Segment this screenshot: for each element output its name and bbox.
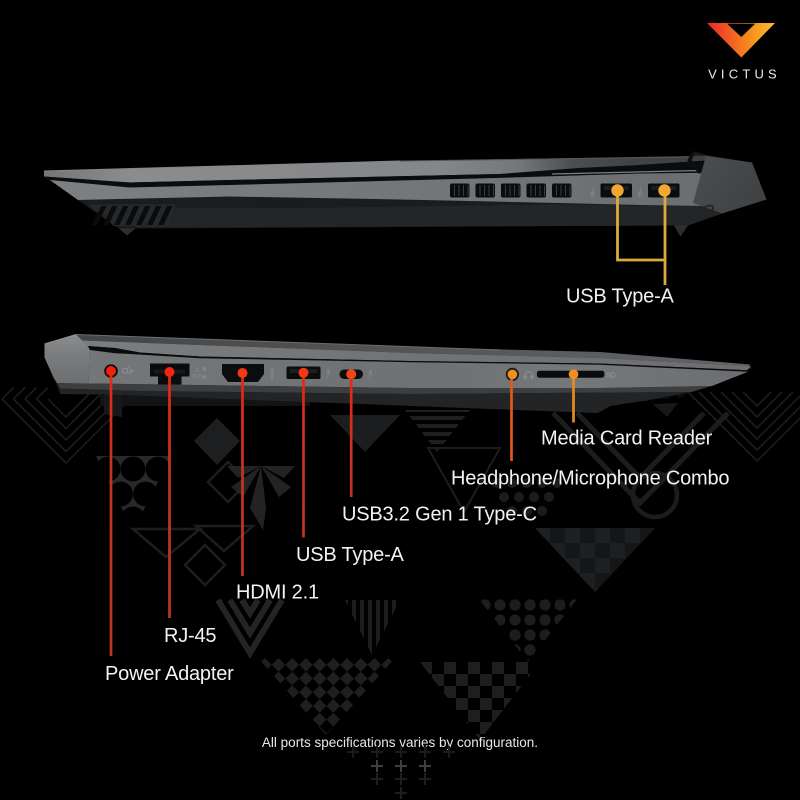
svg-text:RJ-45: RJ-45	[164, 625, 216, 647]
svg-text:HDMI 2.1: HDMI 2.1	[236, 582, 319, 604]
svg-text:VICTUS: VICTUS	[708, 67, 781, 82]
svg-text:SD: SD	[606, 373, 616, 380]
svg-text:ss←: ss←	[325, 369, 331, 380]
svg-text:USB Type-A: USB Type-A	[296, 544, 405, 566]
svg-text:ss←: ss←	[638, 185, 644, 197]
svg-text:HDMI: HDMI	[269, 368, 275, 380]
svg-text:USB Type-A: USB Type-A	[566, 286, 675, 308]
svg-text:ss←: ss←	[367, 370, 373, 381]
svg-text:USB3.2 Gen 1 Type-C: USB3.2 Gen 1 Type-C	[342, 504, 537, 526]
svg-text:All ports specifications varie: All ports specifications varies by confi…	[262, 735, 538, 750]
svg-text:Headphone/Microphone Combo: Headphone/Microphone Combo	[451, 468, 729, 490]
svg-text:Media Card Reader: Media Card Reader	[541, 428, 713, 450]
svg-text:Power Adapter: Power Adapter	[105, 663, 234, 685]
svg-text:ss←: ss←	[590, 185, 596, 197]
